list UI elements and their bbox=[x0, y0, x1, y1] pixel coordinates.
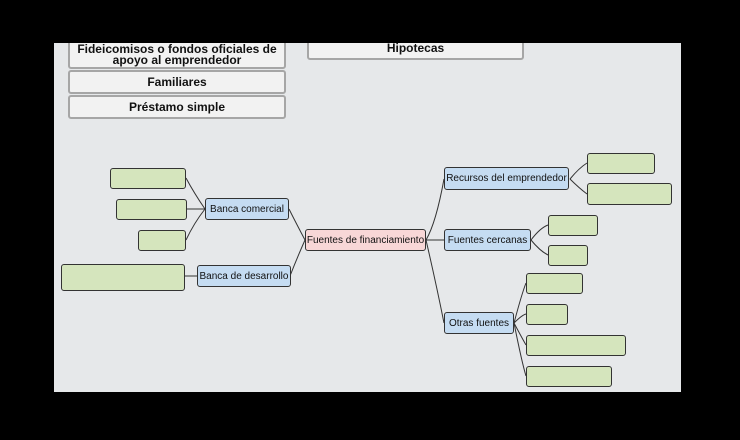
empty-slot[interactable] bbox=[587, 153, 655, 174]
node-otras-fuentes: Otras fuentes bbox=[444, 312, 514, 334]
node-banca-comercial: Banca comercial bbox=[205, 198, 289, 220]
connector-lines bbox=[185, 162, 588, 377]
mind-map-canvas: Fideicomisos o fondos oficiales de apoyo… bbox=[54, 43, 681, 392]
empty-slot[interactable] bbox=[110, 168, 186, 189]
node-fuentes-cercanas: Fuentes cercanas bbox=[444, 229, 531, 251]
empty-slot[interactable] bbox=[116, 199, 187, 220]
node-recursos-del-emprendedor: Recursos del emprendedor bbox=[444, 167, 569, 190]
node-fuentes-de-financiamiento: Fuentes de financiamiento bbox=[305, 229, 426, 251]
empty-slot[interactable] bbox=[526, 273, 583, 294]
option-hipotecas[interactable]: Hipotecas bbox=[307, 43, 524, 60]
empty-slot[interactable] bbox=[548, 215, 598, 236]
option-familiares[interactable]: Familiares bbox=[68, 70, 286, 94]
empty-slot[interactable] bbox=[587, 183, 672, 205]
empty-slot[interactable] bbox=[548, 245, 588, 266]
empty-slot[interactable] bbox=[526, 304, 568, 325]
option-fideicomisos[interactable]: Fideicomisos o fondos oficiales de apoyo… bbox=[68, 43, 286, 69]
node-banca-de-desarrollo: Banca de desarrollo bbox=[197, 265, 291, 287]
empty-slot[interactable] bbox=[526, 366, 612, 387]
empty-slot[interactable] bbox=[138, 230, 186, 251]
empty-slot[interactable] bbox=[526, 335, 626, 356]
option-prestamo-simple[interactable]: Préstamo simple bbox=[68, 95, 286, 119]
empty-slot[interactable] bbox=[61, 264, 185, 291]
